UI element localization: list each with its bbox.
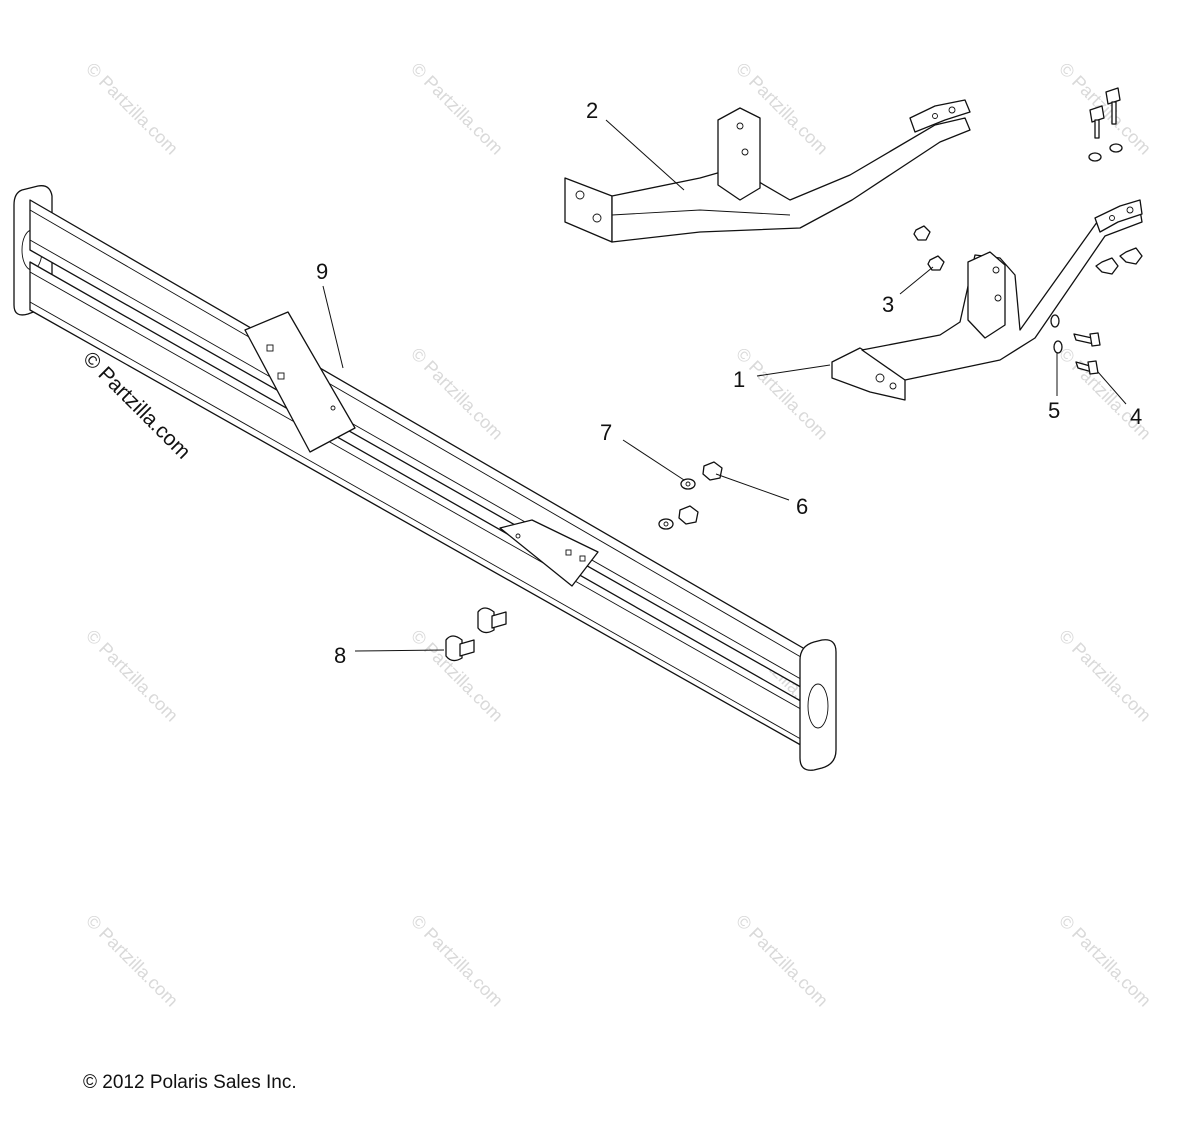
watermark: © Partzilla.com (732, 344, 832, 444)
upper-bracket (564, 99, 971, 243)
callout-6: 6 (796, 494, 808, 519)
lower-bracket (831, 199, 1143, 401)
watermark: © Partzilla.com (1055, 911, 1155, 1011)
watermark: © Partzilla.com (82, 59, 182, 159)
watermark: © Partzilla.com (1055, 626, 1155, 726)
watermark: © Partzilla.com (407, 911, 507, 1011)
callout-2: 2 (586, 98, 598, 123)
part-4-bolts (1073, 332, 1101, 375)
part-3-nuts (913, 225, 945, 271)
part-6-7-hardware (658, 461, 723, 530)
part-8-bolts (445, 607, 507, 662)
watermark: © Partzilla.com (82, 911, 182, 1011)
callout-1: 1 (733, 367, 745, 392)
callout-9: 9 (316, 259, 328, 284)
copyright-notice: © 2012 Polaris Sales Inc. (83, 1072, 297, 1093)
callout-4: 4 (1130, 404, 1142, 429)
callout-7: 7 (600, 420, 612, 445)
bumper-tube (13, 185, 837, 771)
watermark: © Partzilla.com (82, 626, 182, 726)
part-5-washers (1050, 314, 1063, 354)
watermark: © Partzilla.com (1055, 59, 1155, 159)
watermark: © Partzilla.com (407, 59, 507, 159)
callout-8: 8 (334, 643, 346, 668)
callout-5: 5 (1048, 398, 1060, 423)
nuts-right (1095, 247, 1143, 275)
watermark: © Partzilla.com (732, 911, 832, 1011)
leader-lines (322, 119, 1127, 652)
callout-3: 3 (882, 292, 894, 317)
bolts-top-right (1088, 87, 1123, 162)
